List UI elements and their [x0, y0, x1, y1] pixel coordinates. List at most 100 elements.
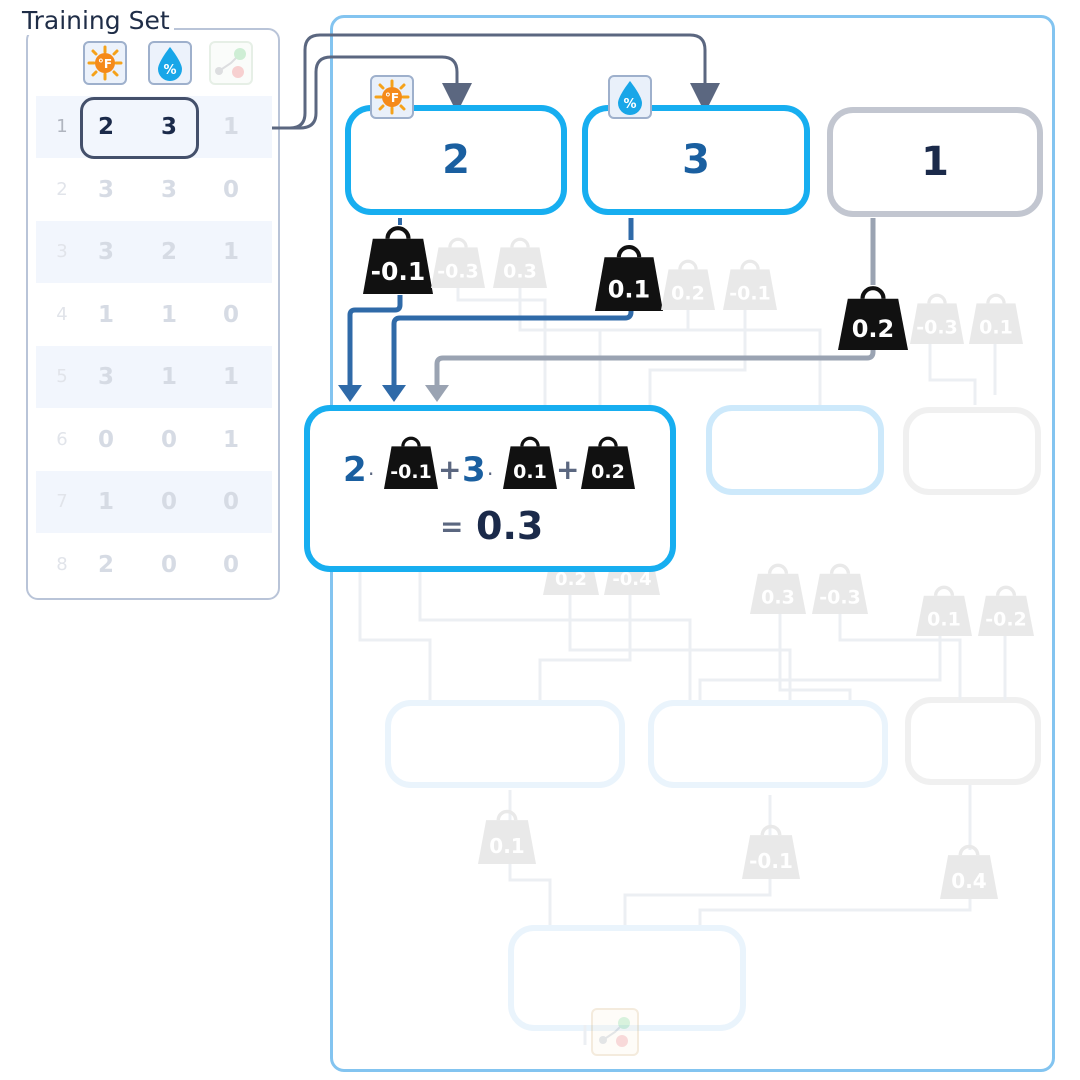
label-column-icon: [209, 41, 253, 85]
calc-dot-2: ·: [487, 462, 493, 486]
weight-w2-label: 0.1: [608, 275, 651, 303]
weight-faded: 0.3: [493, 237, 547, 288]
row-cell-a: 2: [97, 551, 114, 578]
weight-faded: -0.3: [812, 563, 868, 614]
row-index: 5: [56, 366, 68, 387]
svg-text:°F: °F: [385, 91, 399, 105]
bias-value: 1: [921, 139, 949, 185]
svg-text:%: %: [623, 97, 636, 112]
weight-faded-label: -0.3: [916, 317, 958, 339]
calc-weight-w1-label: -0.1: [390, 461, 432, 483]
row-cell-b: 1: [160, 301, 177, 328]
weight-faded: -0.3: [910, 293, 964, 344]
weight-faded: -0.1: [723, 259, 777, 310]
row-index: 7: [56, 491, 68, 512]
weight-faded-label: -0.1: [729, 283, 771, 305]
weight-faded-label: -0.2: [985, 609, 1027, 631]
calc-plus-2: +: [556, 453, 579, 486]
weight-faded-label: 0.3: [503, 261, 537, 283]
weight-w1: -0.1: [363, 226, 433, 294]
weight-faded-label: -0.3: [437, 261, 479, 283]
row-index: 8: [56, 553, 68, 575]
row-cell-c: 0: [222, 176, 239, 203]
bias-node: 1: [827, 107, 1043, 217]
row-cell-b: 1: [160, 364, 177, 390]
weight-faded-label: 0.1: [489, 834, 524, 858]
weight-faded: 0.2: [661, 259, 715, 310]
row-cell-c: 0: [222, 301, 239, 328]
temperature-icon: °F: [374, 79, 410, 115]
calc-weight-w2: 0.1: [503, 436, 557, 489]
row-cell-a: 3: [97, 239, 114, 265]
weight-faded-label: 0.2: [671, 283, 705, 305]
calc-weight-w3-label: 0.2: [591, 461, 625, 483]
input-value-temperature: 2: [442, 137, 470, 183]
row-cell-c: 0: [222, 551, 239, 578]
weight-faded: -0.3: [431, 237, 485, 288]
row-index: 1: [56, 116, 68, 137]
humidity-column-icon: %: [148, 41, 192, 85]
row-cell-c: 1: [222, 426, 239, 453]
row-index: 6: [56, 428, 68, 450]
weight-w1-label: -0.1: [371, 257, 426, 286]
hidden-node-3: [903, 407, 1041, 495]
row-cell-a: 1: [97, 489, 114, 515]
training-set-title: Training Set: [22, 6, 174, 35]
calc-result: 0.3: [476, 504, 543, 548]
row-cell-b: 0: [160, 489, 177, 515]
calc-weight-w2-label: 0.1: [513, 461, 547, 483]
row-cell-b: 3: [160, 114, 177, 140]
table-row[interactable]: 6 0 0 1: [36, 409, 272, 471]
row-cell-b: 0: [160, 426, 177, 453]
hidden-node-6: [905, 697, 1041, 785]
weight-faded: 0.4: [940, 844, 998, 899]
active-row-highlight[interactable]: [80, 97, 199, 159]
weight-faded-label: 0.1: [979, 317, 1013, 339]
weight-faded: 0.1: [916, 585, 972, 636]
label-icon: [599, 1017, 630, 1047]
hidden-node-2: [706, 405, 884, 495]
weight-faded-label: -0.4: [612, 569, 651, 590]
row-cell-c: 1: [222, 114, 239, 140]
temperature-column-icon: °F: [83, 41, 127, 85]
svg-text:°F: °F: [98, 57, 112, 71]
humidity-icon: %: [158, 47, 182, 81]
row-cell-c: 1: [222, 364, 239, 390]
svg-text:%: %: [163, 63, 176, 78]
weight-faded-label: 0.4: [951, 869, 986, 893]
label-icon: [215, 48, 246, 78]
row-index: 2: [56, 178, 68, 200]
hidden-node-5: [648, 700, 888, 788]
table-row[interactable]: 5 3 1 1: [36, 346, 272, 408]
weight-w3: 0.2: [838, 286, 908, 350]
row-cell-a: 0: [97, 426, 114, 453]
weight-faded: 0.1: [969, 293, 1023, 344]
input-node-temperature: 2: [345, 105, 567, 215]
weight-faded: 0.3: [750, 563, 806, 614]
row-cell-c: 1: [222, 239, 239, 265]
input-humidity-icon-box: %: [608, 75, 652, 119]
weight-faded-label: -0.1: [749, 849, 793, 873]
output-node: [508, 925, 746, 1031]
row-index: 3: [56, 241, 68, 262]
row-cell-a: 3: [97, 364, 114, 390]
humidity-icon: %: [618, 81, 642, 115]
weight-faded-label: 0.1: [927, 609, 961, 631]
weight-faded: 0.1: [478, 809, 536, 864]
calc-x2: 3: [462, 450, 486, 490]
calc-dot-1: ·: [368, 462, 374, 486]
row-cell-a: 3: [97, 176, 114, 203]
row-index: 4: [56, 303, 68, 325]
weight-faded-label: 0.2: [555, 569, 587, 590]
input-temperature-icon-box: °F: [370, 75, 414, 119]
calc-plus-1: +: [438, 453, 461, 486]
